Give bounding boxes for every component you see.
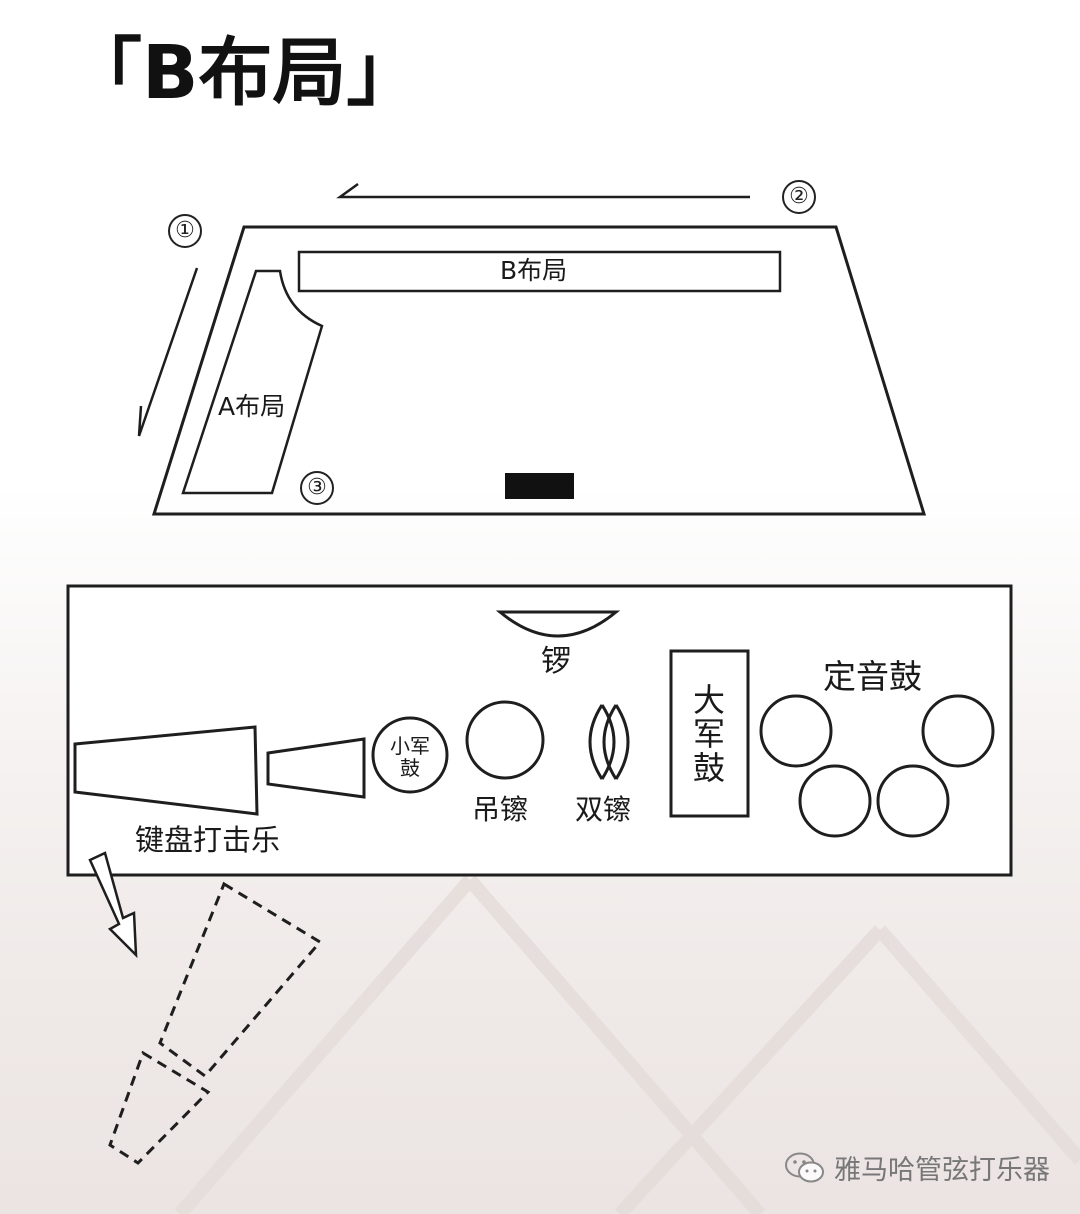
crash-cymbals-shape xyxy=(588,704,630,780)
gong-shape xyxy=(495,610,621,638)
b-layout-area xyxy=(297,250,782,293)
marker-1: ① xyxy=(168,214,202,248)
marker-3: ③ xyxy=(300,471,334,505)
watermark-text: 雅马哈管弦打乐器 xyxy=(834,1155,1050,1186)
conductor-podium xyxy=(505,473,574,499)
timpani-1 xyxy=(759,694,833,768)
move-arrow xyxy=(88,851,138,959)
suspended-cymbal-shape xyxy=(465,700,545,780)
snare-drum-shape xyxy=(371,716,449,794)
keyboard-label: 键盘打击乐 xyxy=(135,823,281,857)
stage-outline xyxy=(151,225,927,516)
page-title: 「B布局」 xyxy=(68,30,421,116)
crash-cymbals-label: 双镲 xyxy=(575,793,632,826)
timpani-4 xyxy=(876,764,950,838)
wechat-icon xyxy=(785,1152,824,1182)
keyboard-small-dashed xyxy=(108,1050,211,1165)
b-layout-label: B布局 xyxy=(500,256,568,285)
a-layout-area xyxy=(181,269,324,495)
arrow-1 xyxy=(137,267,199,437)
bass-drum-label: 大军鼓 xyxy=(688,683,726,785)
timpani-label: 定音鼓 xyxy=(823,657,922,696)
marker-2: ② xyxy=(782,180,816,214)
a-layout-label: A布局 xyxy=(218,392,286,421)
watermark: 雅马哈管弦打乐器 xyxy=(784,1148,1050,1187)
keyboard-large xyxy=(73,725,259,816)
suspended-cymbal-label: 吊镲 xyxy=(472,793,529,826)
timpani-2 xyxy=(921,694,995,768)
bass-drum-shape xyxy=(669,649,750,818)
keyboard-large-dashed xyxy=(158,881,323,1079)
snare-drum-label: 小军鼓 xyxy=(390,734,430,780)
timpani-3 xyxy=(798,764,872,838)
keyboard-small xyxy=(266,737,366,799)
arrow-2 xyxy=(336,182,750,199)
gong-label: 锣 xyxy=(541,644,571,679)
